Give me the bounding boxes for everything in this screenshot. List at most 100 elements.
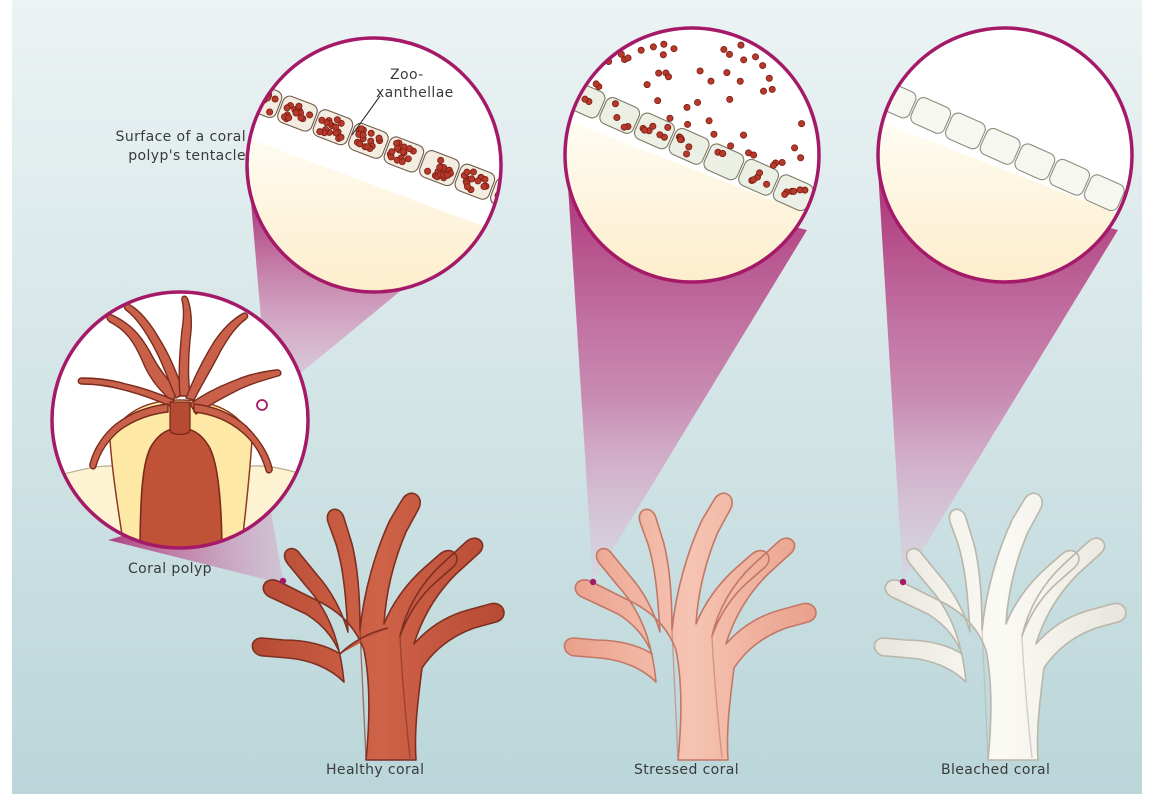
stressed-coral-polyp-marker — [590, 579, 596, 585]
zooxanthella — [444, 172, 450, 178]
stressed-coral-label: Stressed coral — [634, 762, 739, 778]
zooxanthellae-label: Zoo- xanthellae — [376, 66, 454, 102]
zooxanthella — [737, 78, 743, 84]
zooxanthella — [593, 81, 599, 87]
zooxanthella — [677, 137, 683, 143]
zooxanthella — [798, 155, 804, 161]
zooxanthella — [656, 70, 662, 76]
zooxanthella — [791, 188, 797, 194]
zooxanthella — [424, 168, 430, 174]
zooxanthella — [437, 164, 443, 170]
zooxanthella — [438, 157, 444, 163]
zooxanthella — [464, 184, 470, 190]
zooxanthella — [399, 159, 405, 165]
zooxanthella — [741, 57, 747, 63]
zooxanthella — [364, 144, 370, 150]
zooxanthella — [470, 169, 476, 175]
zooxanthella — [638, 47, 644, 53]
zooxanthella — [376, 135, 382, 141]
zooxanthella — [769, 86, 775, 92]
zooxanthella — [368, 130, 374, 136]
zooxanthella — [650, 123, 656, 129]
zooxanthella — [298, 115, 304, 121]
zooxanthella — [750, 152, 756, 158]
zooxanthella — [642, 127, 648, 133]
zooxanthella — [671, 46, 677, 52]
zooxanthella — [694, 99, 700, 105]
zooxanthella — [720, 150, 726, 156]
zooxanthella — [721, 46, 727, 52]
zooxanthella — [738, 42, 744, 48]
tentacle-surface-label: Surface of a coral polyp's tentacle — [60, 128, 246, 166]
zooxanthella — [389, 149, 395, 155]
zooxanthella — [332, 124, 338, 130]
zooxanthella — [286, 115, 292, 121]
zooxanthella — [307, 112, 313, 118]
zooxanthella — [665, 74, 671, 80]
zooxanthella — [464, 169, 470, 175]
zooxanthellae-label-line2: xanthellae — [376, 84, 454, 102]
zooxanthella — [405, 156, 411, 162]
zooxanthella — [779, 159, 785, 165]
zooxanthella — [683, 151, 689, 157]
zooxanthella — [655, 98, 661, 104]
zooxanthella — [612, 101, 618, 107]
zooxanthella — [475, 178, 481, 184]
zooxanthella — [711, 131, 717, 137]
zooxanthella — [706, 118, 712, 124]
zooxanthellae-label-line1: Zoo- — [376, 66, 454, 84]
zooxanthella — [334, 117, 340, 123]
zooxanthella — [752, 54, 758, 60]
zooxanthella — [661, 41, 667, 47]
zooxanthella — [394, 145, 400, 151]
tentacle-surface-label-line2: polyp's tentacle — [60, 147, 246, 166]
zooxanthella — [625, 55, 631, 61]
zooxanthella — [727, 96, 733, 102]
zooxanthella — [728, 143, 734, 149]
zooxanthella — [333, 130, 339, 136]
zooxanthella — [697, 68, 703, 74]
zooxanthella — [284, 105, 290, 111]
zooxanthella — [740, 132, 746, 138]
zooxanthella — [791, 145, 797, 151]
zooxanthella — [469, 176, 475, 182]
zooxanthella — [708, 78, 714, 84]
zooxanthella — [726, 51, 732, 57]
zooxanthella — [317, 129, 323, 135]
zooxanthella — [684, 121, 690, 127]
zooxanthella — [750, 177, 756, 183]
tentacle-surface-label-line1: Surface of a coral — [60, 128, 246, 147]
zooxanthella — [296, 103, 302, 109]
zooxanthella — [661, 134, 667, 140]
zooxanthella — [686, 144, 692, 150]
zooxanthella — [760, 62, 766, 68]
zooxanthella — [319, 117, 325, 123]
zooxanthella — [293, 110, 299, 116]
zooxanthella — [798, 121, 804, 127]
zooxanthella — [684, 104, 690, 110]
zooxanthella — [481, 183, 487, 189]
zooxanthella — [770, 162, 776, 168]
zooxanthella — [782, 191, 788, 197]
zooxanthella — [267, 109, 273, 115]
zooxanthella — [760, 88, 766, 94]
zooxanthella — [797, 187, 803, 193]
zooxanthella — [582, 96, 588, 102]
zooxanthella — [360, 132, 366, 138]
healthy-coral-label: Healthy coral — [326, 762, 424, 778]
zooxanthella — [667, 115, 673, 121]
zooxanthella — [650, 44, 656, 50]
zooxanthella — [724, 70, 730, 76]
zooxanthella — [482, 176, 488, 182]
zooxanthella — [644, 82, 650, 88]
zooxanthella — [756, 170, 762, 176]
zooxanthella — [614, 114, 620, 120]
bleached-coral-label: Bleached coral — [941, 762, 1050, 778]
zooxanthella — [763, 181, 769, 187]
bleached-coral-polyp-marker — [900, 579, 906, 585]
zooxanthella — [272, 96, 278, 102]
zooxanthella — [400, 149, 406, 155]
coral-polyp-label: Coral polyp — [128, 561, 212, 577]
zooxanthella — [660, 52, 666, 58]
